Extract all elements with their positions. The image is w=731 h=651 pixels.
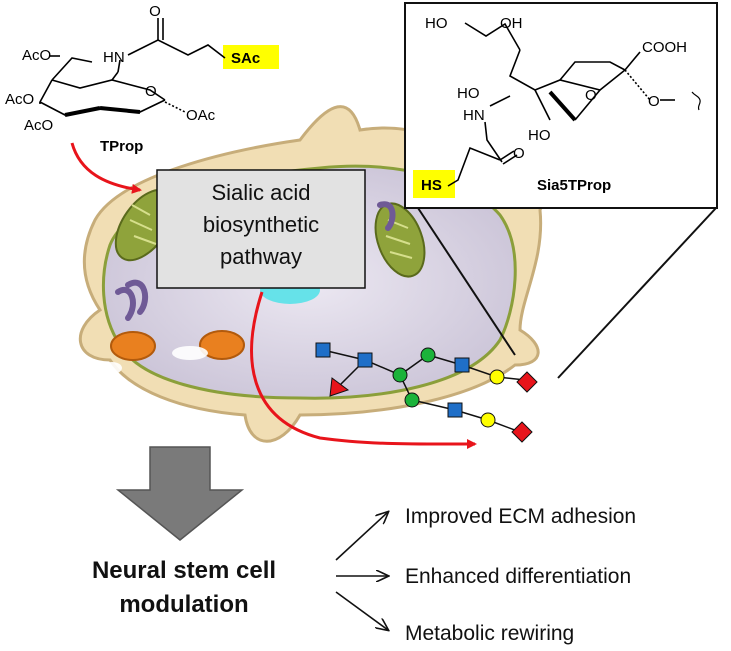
modulation-line-2: modulation xyxy=(119,591,248,618)
sia5tprop-box: HO OH HO HN COOH O O HO O HS Sia5TProp xyxy=(404,2,718,209)
sia-ho-2: HO xyxy=(457,85,480,102)
outcome-adhesion: Improved ECM adhesion xyxy=(405,505,636,528)
glycan-glcnac-2 xyxy=(357,352,373,368)
tprop-carbonyl-o: O xyxy=(149,3,161,20)
pathway-line-1: Sialic acid xyxy=(211,180,310,205)
sia-hs: HS xyxy=(421,177,442,194)
pathway-box: Sialic acid biosynthetic pathway xyxy=(156,169,366,289)
lysosome-right xyxy=(199,330,245,360)
lysosome-left xyxy=(110,331,156,361)
uptake-arrow xyxy=(70,142,142,194)
glycan-galactose-lower xyxy=(480,412,496,428)
glycan-glcnac-lower xyxy=(447,402,463,418)
sia-carbonyl-o: O xyxy=(513,145,525,162)
display-arrow xyxy=(250,291,477,450)
tprop-labels: O HN SAc AcO AcO AcO O OAc TProp xyxy=(5,3,260,155)
pathway-line-2: biosynthetic xyxy=(203,212,319,237)
glycan-chains xyxy=(315,342,538,443)
sia-label: Sia5TProp xyxy=(537,177,611,194)
outcome-differentiation: Enhanced differentiation xyxy=(405,565,631,588)
sia-ho-3: HO xyxy=(528,127,551,144)
golgi-apparatus xyxy=(115,201,396,321)
glycan-glcnac-upper xyxy=(454,357,470,373)
glycan-fucose xyxy=(329,377,350,397)
sac-highlight xyxy=(223,45,279,69)
tprop-aco-2: AcO xyxy=(5,91,34,108)
arrow-to-adhesion xyxy=(335,512,388,561)
tprop-sac: SAc xyxy=(231,50,260,67)
arrow-to-rewiring xyxy=(335,591,388,630)
sia-oh-1: OH xyxy=(500,15,523,32)
glycan-mannose-upper xyxy=(420,347,436,363)
tprop-oac: OAc xyxy=(186,107,216,124)
tprop-label: TProp xyxy=(100,138,143,155)
glycan-sialic-lower xyxy=(511,421,533,443)
glycan-galactose-upper xyxy=(489,369,505,385)
modulation-line-1: Neural stem cell xyxy=(92,557,276,584)
sia-link-o: O xyxy=(648,93,660,110)
down-arrow xyxy=(115,446,245,541)
zoom-line-left xyxy=(417,207,516,356)
glycan-mannose-core xyxy=(392,367,408,383)
sia-ring-o: O xyxy=(585,87,597,104)
sia-cooh: COOH xyxy=(642,39,687,56)
outcome-rewiring: Metabolic rewiring xyxy=(405,622,574,645)
sia-ho-1: HO xyxy=(425,15,448,32)
tprop-structure xyxy=(38,18,279,117)
tprop-hn: HN xyxy=(103,49,125,66)
glycan-mannose-lower xyxy=(404,392,420,408)
tprop-ring-o: O xyxy=(145,83,157,100)
tprop-aco-1: AcO xyxy=(22,47,51,64)
pathway-line-3: pathway xyxy=(220,244,302,269)
zoom-line-right xyxy=(557,207,717,379)
tprop-aco-3: AcO xyxy=(24,117,53,134)
sia-hn: HN xyxy=(463,107,485,124)
hs-highlight xyxy=(413,170,455,198)
glycan-glcnac-1 xyxy=(315,342,331,358)
glycan-sialic-upper xyxy=(516,371,538,393)
